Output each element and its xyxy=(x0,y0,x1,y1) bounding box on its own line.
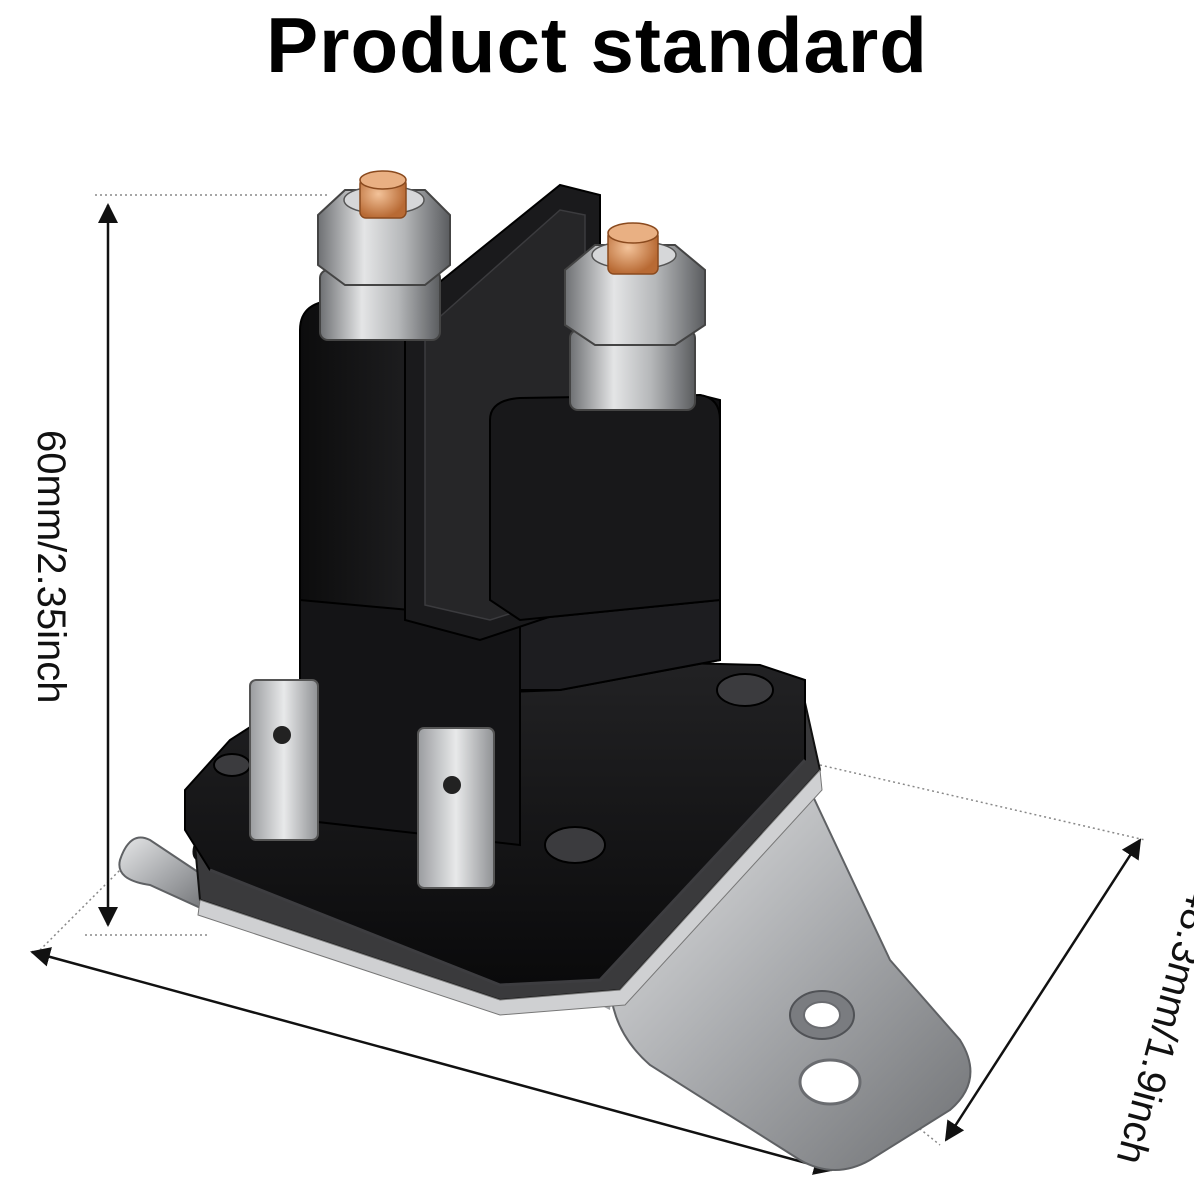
spade-terminal-right xyxy=(417,727,495,889)
base-screw-hole-front xyxy=(544,826,606,864)
terminal-post-left xyxy=(317,170,451,341)
base-screw-hole-left xyxy=(213,753,251,777)
bracket-hole-2 xyxy=(798,1058,862,1106)
depth-label: 48.3mm/1.9inch xyxy=(1108,883,1194,1169)
depth-dimension-line xyxy=(944,838,1142,1142)
page-title: Product standard xyxy=(266,1,928,89)
spade-terminal-left xyxy=(249,679,319,841)
width-dimension-line xyxy=(30,947,834,1175)
terminal-post-right xyxy=(564,222,706,411)
height-label: 60mm/2.35inch xyxy=(29,430,73,703)
base-screw-hole-right xyxy=(716,673,774,707)
